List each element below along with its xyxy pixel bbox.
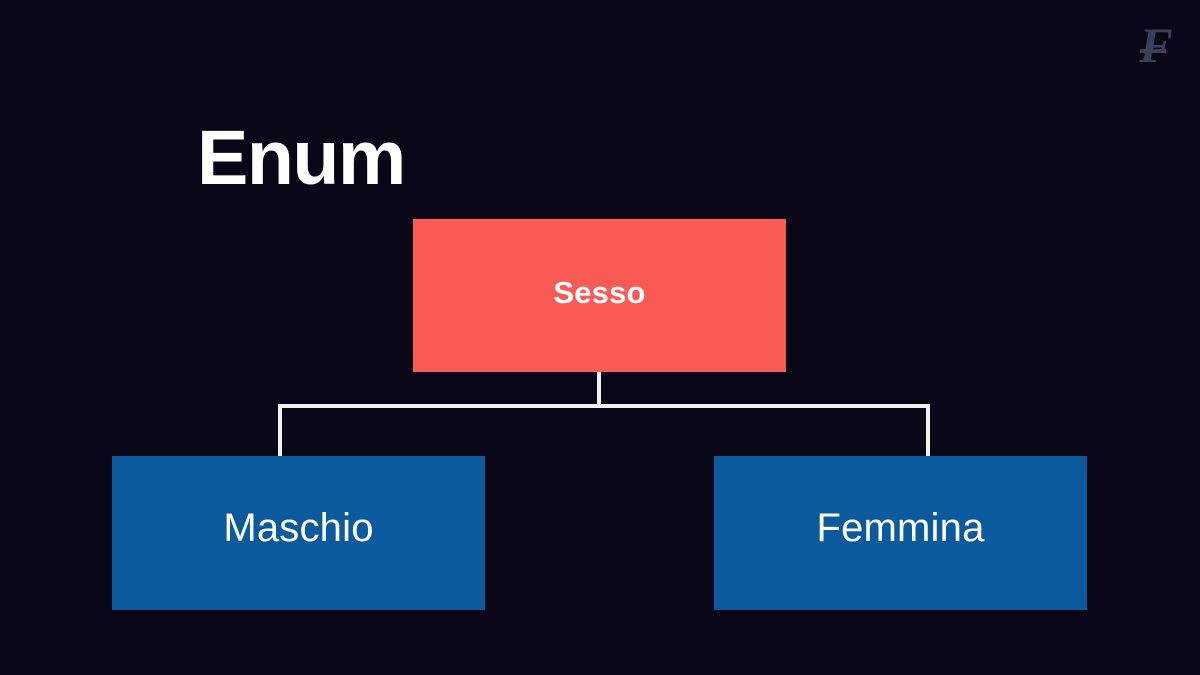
page-title: Enum [197,114,406,201]
connector-bus [278,404,930,408]
enum-root-node-sesso: Sesso [413,219,786,372]
enum-value-node-femmina: Femmina [714,456,1087,610]
connector-root-stem [597,372,601,408]
connector-drop-right [926,404,930,456]
script-f-logo-icon: F [1126,16,1186,78]
enum-value-node-maschio: Maschio [112,456,485,610]
svg-text:F: F [1138,17,1172,73]
connector-drop-left [278,404,282,456]
